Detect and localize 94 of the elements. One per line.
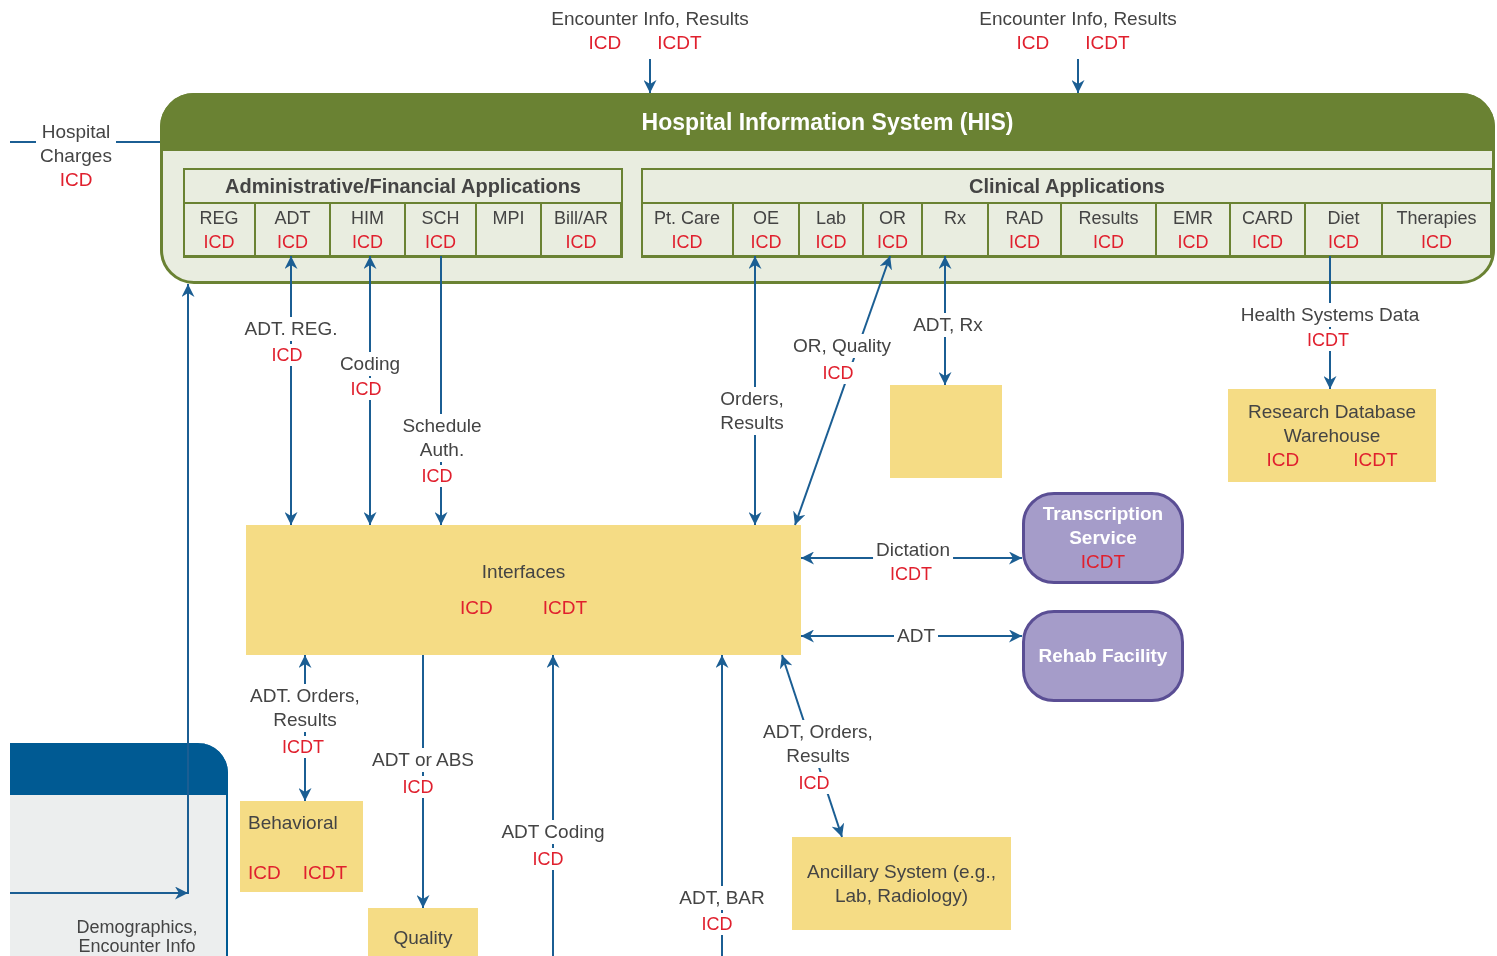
application-cell xyxy=(641,202,733,256)
code-label: ICD xyxy=(1016,31,1050,55)
node-label: REG xyxy=(199,207,239,230)
code-label: ICD xyxy=(815,231,847,254)
node-label: EMR xyxy=(1173,207,1213,230)
code-label: ICD xyxy=(59,168,93,192)
code-label: ICDT xyxy=(657,31,702,55)
node-label: Therapies xyxy=(1396,207,1477,230)
process-box xyxy=(240,801,363,892)
node-label: Bill/AR xyxy=(554,207,608,230)
application-cell xyxy=(476,202,541,256)
process-box xyxy=(1228,389,1436,482)
code-label: ICDT xyxy=(1085,31,1130,55)
panel-title: Clinical Applications xyxy=(643,170,1491,204)
application-cell xyxy=(1230,202,1305,256)
application-group xyxy=(641,168,1493,258)
code-label: ICDT xyxy=(1353,447,1398,472)
code-label: ICD xyxy=(459,596,493,620)
connector-line xyxy=(9,141,37,143)
node-label: Transcription Service xyxy=(1041,502,1165,550)
node-label: Hospital Charges xyxy=(39,120,113,168)
arrow xyxy=(643,58,657,94)
code-label: ICD xyxy=(1177,231,1209,254)
connector-line xyxy=(115,141,161,143)
code-label: ICDT xyxy=(1305,329,1351,351)
service-box xyxy=(1022,610,1184,702)
code-label: ICD xyxy=(277,231,308,254)
application-cell xyxy=(183,202,255,256)
process-box xyxy=(890,385,1002,478)
code-label: ICD xyxy=(671,231,703,254)
node-label: SCH xyxy=(421,207,460,230)
process-box xyxy=(792,837,1011,930)
application-cell xyxy=(1382,202,1491,256)
node-label: Pt. Care xyxy=(654,207,720,230)
application-cell xyxy=(255,202,330,256)
arrow xyxy=(1071,58,1085,94)
application-cell xyxy=(733,202,799,256)
node-label: Research Database Warehouse xyxy=(1247,399,1417,448)
application-group xyxy=(183,168,623,258)
node-label: RAD xyxy=(1005,207,1044,230)
code-label: ICD xyxy=(1266,447,1300,472)
application-cell xyxy=(1156,202,1230,256)
application-cell xyxy=(405,202,476,256)
arrow xyxy=(9,283,195,900)
node-label: OE xyxy=(753,207,779,230)
code-label: ICD xyxy=(352,231,383,254)
code-label: ICD xyxy=(1009,231,1040,254)
application-cell xyxy=(1305,202,1382,256)
code-label: ICD xyxy=(565,231,597,254)
application-cell xyxy=(541,202,621,256)
code-label: ICDT xyxy=(542,596,588,620)
application-cell xyxy=(922,202,988,256)
node-label: Diet xyxy=(1327,207,1360,230)
application-cell xyxy=(330,202,405,256)
node-label: Interfaces xyxy=(481,560,566,584)
node-label: Encounter Info, Results xyxy=(551,7,749,31)
application-cell xyxy=(863,202,922,256)
code-label: ICD xyxy=(425,231,456,254)
code-label: ICD xyxy=(750,231,782,254)
code-label: ICDT xyxy=(302,861,348,885)
system-panel xyxy=(160,93,1495,284)
code-label: ICD xyxy=(1421,231,1452,254)
arrow xyxy=(546,654,560,956)
code-label: ICDT xyxy=(1080,550,1126,574)
process-box xyxy=(246,525,801,655)
application-cell xyxy=(799,202,863,256)
code-label: ICD xyxy=(877,231,908,254)
service-box xyxy=(1022,492,1184,584)
application-cell xyxy=(1061,202,1156,256)
node-label: OR xyxy=(879,207,906,230)
node-label: Rx xyxy=(944,207,966,230)
panel-title: Hospital Information System (HIS) xyxy=(160,93,1495,151)
node-label: Rehab Facility xyxy=(1038,644,1168,668)
code-label: ICD xyxy=(1252,231,1283,254)
code-label: ICD xyxy=(1328,231,1359,254)
node-label: Lab xyxy=(815,207,846,230)
node-label: HIM xyxy=(351,207,384,230)
edge-label: ADT, Rx xyxy=(910,313,986,337)
node-label: CARD xyxy=(1242,207,1293,230)
code-label: ICD xyxy=(248,861,281,885)
node-label: ADT xyxy=(274,207,311,230)
node-label: MPI xyxy=(492,207,525,230)
process-box xyxy=(368,908,478,956)
code-label: ICD xyxy=(1093,231,1124,254)
node-label: Results xyxy=(1078,207,1139,230)
code-label: ICD xyxy=(588,31,622,55)
node-label: Encounter Info, Results xyxy=(979,7,1177,31)
node-label: Ancillary System (e.g., Lab, Radiology) xyxy=(806,859,997,908)
panel-title: Administrative/Financial Applications xyxy=(185,170,621,204)
node-label: Quality xyxy=(393,926,453,950)
code-label: ICD xyxy=(203,231,235,254)
node-label: Behavioral xyxy=(248,811,338,835)
code-label: ICDT xyxy=(280,736,326,758)
application-cell xyxy=(988,202,1061,256)
